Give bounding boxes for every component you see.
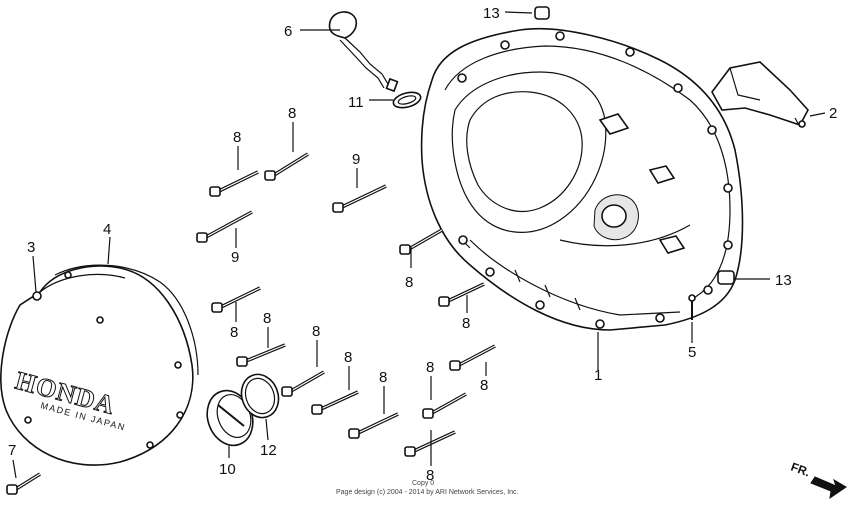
- flange-bolt: [348, 412, 399, 439]
- callout-7: 7: [8, 442, 16, 459]
- flange-bolt: [281, 370, 325, 397]
- front-direction-arrow: FR.: [789, 460, 847, 500]
- callout-8: 8: [480, 377, 488, 394]
- callout-1: 1: [594, 367, 602, 384]
- callout-8: 8: [263, 310, 271, 327]
- dipstick-part: [328, 11, 399, 93]
- o-ring-12-part: [240, 373, 280, 419]
- flange-bolt: [422, 392, 467, 419]
- callout-13: 13: [483, 5, 500, 22]
- flange-bolt: [438, 282, 485, 307]
- callout-8: 8: [312, 323, 320, 340]
- callout-3: 3: [27, 239, 35, 256]
- callout-9: 9: [231, 249, 239, 266]
- footer-copy: Copy 0: [412, 480, 434, 487]
- callout-8: 8: [426, 467, 434, 484]
- callout-9: 9: [352, 151, 360, 168]
- flange-bolt: [6, 472, 41, 495]
- flange-bolt: [236, 343, 286, 367]
- callout-8: 8: [233, 129, 241, 146]
- callout-13: 13: [775, 272, 792, 289]
- callout-11: 11: [348, 94, 364, 111]
- footer-copyright: Page design (c) 2004 - 2014 by ARI Netwo…: [336, 489, 519, 496]
- leader-lines: [12, 11, 826, 479]
- front-direction-label: FR.: [789, 460, 812, 480]
- callout-10: 10: [219, 461, 236, 478]
- callout-2: 2: [829, 105, 837, 122]
- dowel-pin-part: [534, 6, 735, 285]
- callout-5: 5: [688, 344, 696, 361]
- callout-8: 8: [230, 324, 238, 341]
- cap-10-part: [206, 389, 254, 447]
- callout-8: 8: [462, 315, 470, 332]
- flange-bolt: [196, 210, 253, 243]
- flange-bolt: [332, 184, 387, 213]
- crankcase-cover-part: [420, 27, 744, 331]
- flange-bolt: [264, 152, 309, 181]
- flange-bolt: [404, 430, 456, 457]
- callout-8: 8: [379, 369, 387, 386]
- clutch-cover-part: HONDA MADE IN JAPAN: [0, 264, 199, 466]
- flange-bolt: [449, 344, 496, 371]
- bolt-group: [6, 152, 496, 495]
- flange-bolt: [211, 286, 261, 313]
- callout-6: 6: [284, 23, 292, 40]
- flange-bolt: [399, 228, 443, 255]
- flange-bolt: [311, 390, 359, 415]
- callout-8: 8: [344, 349, 352, 366]
- callout-8: 8: [288, 105, 296, 122]
- bracket-part: [711, 61, 809, 128]
- o-ring-11-part: [392, 91, 422, 109]
- flange-bolt: [209, 170, 259, 197]
- callout-4: 4: [103, 221, 111, 238]
- callout-8: 8: [426, 359, 434, 376]
- bolt-5-part: [688, 294, 696, 320]
- callout-12: 12: [260, 442, 277, 459]
- callout-8: 8: [405, 274, 413, 291]
